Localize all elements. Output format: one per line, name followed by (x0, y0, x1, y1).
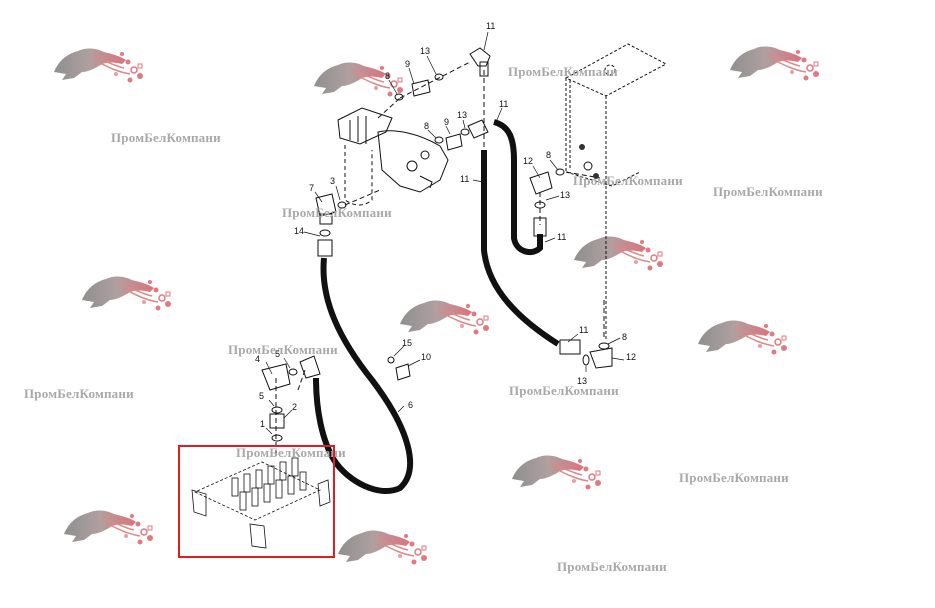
watermark-logo (81, 275, 172, 312)
callout-8[interactable]: 8 (622, 332, 628, 342)
watermark-logo (697, 319, 788, 356)
watermark-logo (53, 47, 144, 84)
callout-11[interactable]: 11 (460, 174, 470, 184)
watermark-text: ПромБелКомпани (282, 205, 392, 220)
watermark-text: ПромБелКомпани (236, 445, 346, 460)
callout-5[interactable]: 5 (275, 349, 281, 359)
callout-8[interactable]: 8 (424, 121, 430, 131)
callout-8[interactable]: 8 (385, 71, 391, 81)
valve-block-assembly (191, 457, 331, 549)
callout-11[interactable]: 11 (557, 232, 567, 242)
watermark-text: ПромБелКомпани (573, 173, 683, 188)
callout-11[interactable]: 11 (579, 325, 589, 335)
highlight-box[interactable] (178, 445, 335, 558)
callout-7[interactable]: 7 (309, 183, 315, 193)
watermark-logo (511, 454, 602, 491)
callout-6[interactable]: 6 (408, 400, 414, 410)
callout-13[interactable]: 13 (420, 46, 431, 56)
callout-13[interactable]: 13 (577, 376, 588, 386)
callout-11[interactable]: 11 (499, 99, 509, 109)
watermark-logo (573, 235, 664, 272)
watermark-text: ПромБелКомпани (713, 184, 823, 199)
callout-12[interactable]: 12 (523, 156, 534, 166)
watermark-text: ПромБелКомпани (228, 342, 338, 357)
callout-3[interactable]: 3 (330, 176, 336, 186)
watermark-logo (63, 509, 154, 546)
callout-4[interactable]: 4 (255, 354, 261, 364)
callout-9[interactable]: 9 (444, 117, 450, 127)
watermark-text: ПромБелКомпани (24, 386, 134, 401)
watermark-logo (337, 529, 428, 566)
callout-13[interactable]: 13 (457, 110, 468, 120)
watermark-logo (729, 45, 820, 82)
hose-11 (481, 119, 560, 347)
callout-11[interactable]: 11 (486, 21, 496, 31)
watermark-text: ПромБелКомпани (557, 559, 667, 574)
callout-12[interactable]: 12 (626, 352, 637, 362)
callout-8[interactable]: 8 (546, 150, 552, 160)
watermark-text: ПромБелКомпани (111, 130, 221, 145)
mounting-bracket (564, 43, 668, 340)
watermark-text: ПромБелКомпани (509, 383, 619, 398)
leader-lines (265, 31, 625, 435)
callout-9[interactable]: 9 (405, 59, 411, 69)
hydraulic-pump (337, 107, 449, 206)
callout-2[interactable]: 2 (292, 402, 298, 412)
callout-14[interactable]: 14 (294, 226, 305, 236)
hose-6 (313, 257, 414, 495)
callout-10[interactable]: 10 (421, 352, 432, 362)
watermark-logo (399, 299, 490, 336)
fittings (261, 47, 613, 442)
callout-15[interactable]: 15 (402, 338, 413, 348)
callout-1[interactable]: 1 (260, 419, 266, 429)
watermark-text: ПромБелКомпани (508, 64, 618, 79)
callout-5[interactable]: 5 (259, 391, 265, 401)
callout-13[interactable]: 13 (560, 190, 571, 200)
watermark-text: ПромБелКомпани (679, 470, 789, 485)
